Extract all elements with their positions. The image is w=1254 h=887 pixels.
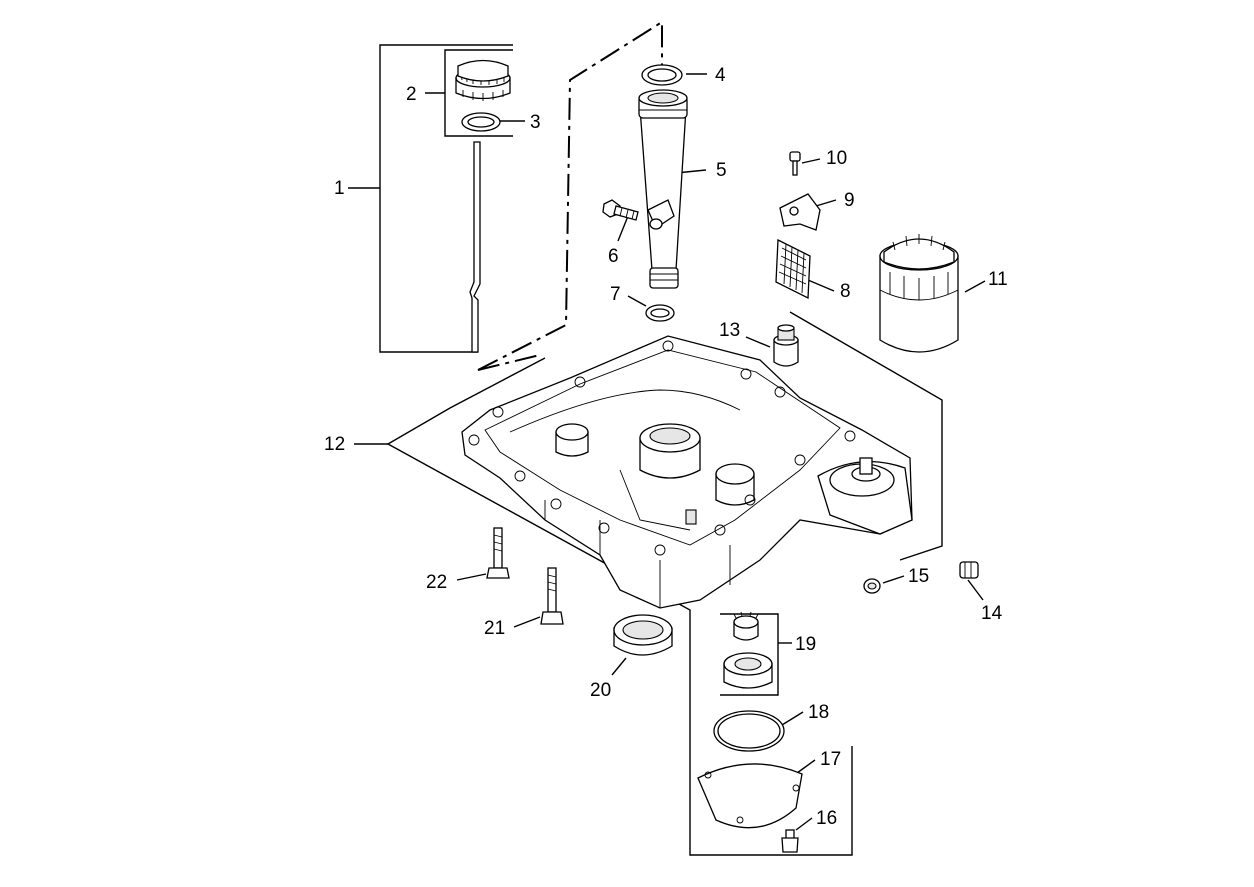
callout-15: 15 [908,566,929,587]
group-brackets [379,20,943,856]
small-plug-part [863,578,881,594]
cap-seal-part [461,112,501,132]
callout-1: 1 [334,178,345,199]
callout-7: 7 [610,284,621,305]
callout-22: 22 [426,572,447,593]
callout-8: 8 [840,281,851,302]
callout-10: 10 [826,148,847,169]
callout-11: 11 [988,269,1008,290]
callout-19: 19 [795,634,816,655]
callout-9: 9 [844,190,855,211]
callout-2: 2 [406,84,417,105]
long-bolt-21-part [540,567,564,625]
callout-17: 17 [820,749,841,770]
tube-washer-part [645,304,675,322]
callout-12: 12 [324,434,345,455]
filler-cap-part [455,59,511,101]
callout-18: 18 [808,702,829,723]
oil-seal-part [613,614,673,656]
oil-filter-part [879,234,959,353]
callout-14: 14 [981,603,1003,624]
tube-oring-part [641,64,683,86]
callout-6: 6 [608,246,619,267]
oil-pan-part [461,335,913,609]
screen-bracket-part [779,193,821,231]
tube-bolt-part [602,199,639,221]
callout-3: 3 [530,112,541,133]
callout-13: 13 [719,320,740,341]
pan-boundary-upper [387,357,546,445]
dipstick-group-bracket [379,44,513,353]
pan-boundary-lower [387,443,853,856]
pump-gear-subgroup-box [720,613,779,696]
cover-oring-part [713,710,785,752]
callout-20: 20 [590,680,611,701]
oil-pump-gear-set-part [723,611,773,689]
assembly-centerline-lower [477,354,541,371]
assembly-centerline [477,20,663,371]
cover-screw-part [781,829,799,853]
screen-screw-part [789,151,801,176]
pump-cover-part [697,763,803,829]
pan-fitting-part [773,324,799,367]
drain-plug-part [959,561,979,579]
long-bolt-22-part [486,527,510,579]
callout-21: 21 [484,618,505,639]
callout-5: 5 [716,160,727,181]
callout-4: 4 [715,65,726,86]
callout-16: 16 [816,808,837,829]
dipstick-part [469,141,481,353]
pan-boundary-right [789,311,943,561]
callout-labels: 1 2 3 4 5 6 7 8 9 10 11 12 13 14 15 16 1… [324,65,1008,829]
oil-strainer-screen-part [775,238,811,300]
leader-lines [348,73,986,831]
fill-tube-part [638,89,688,289]
